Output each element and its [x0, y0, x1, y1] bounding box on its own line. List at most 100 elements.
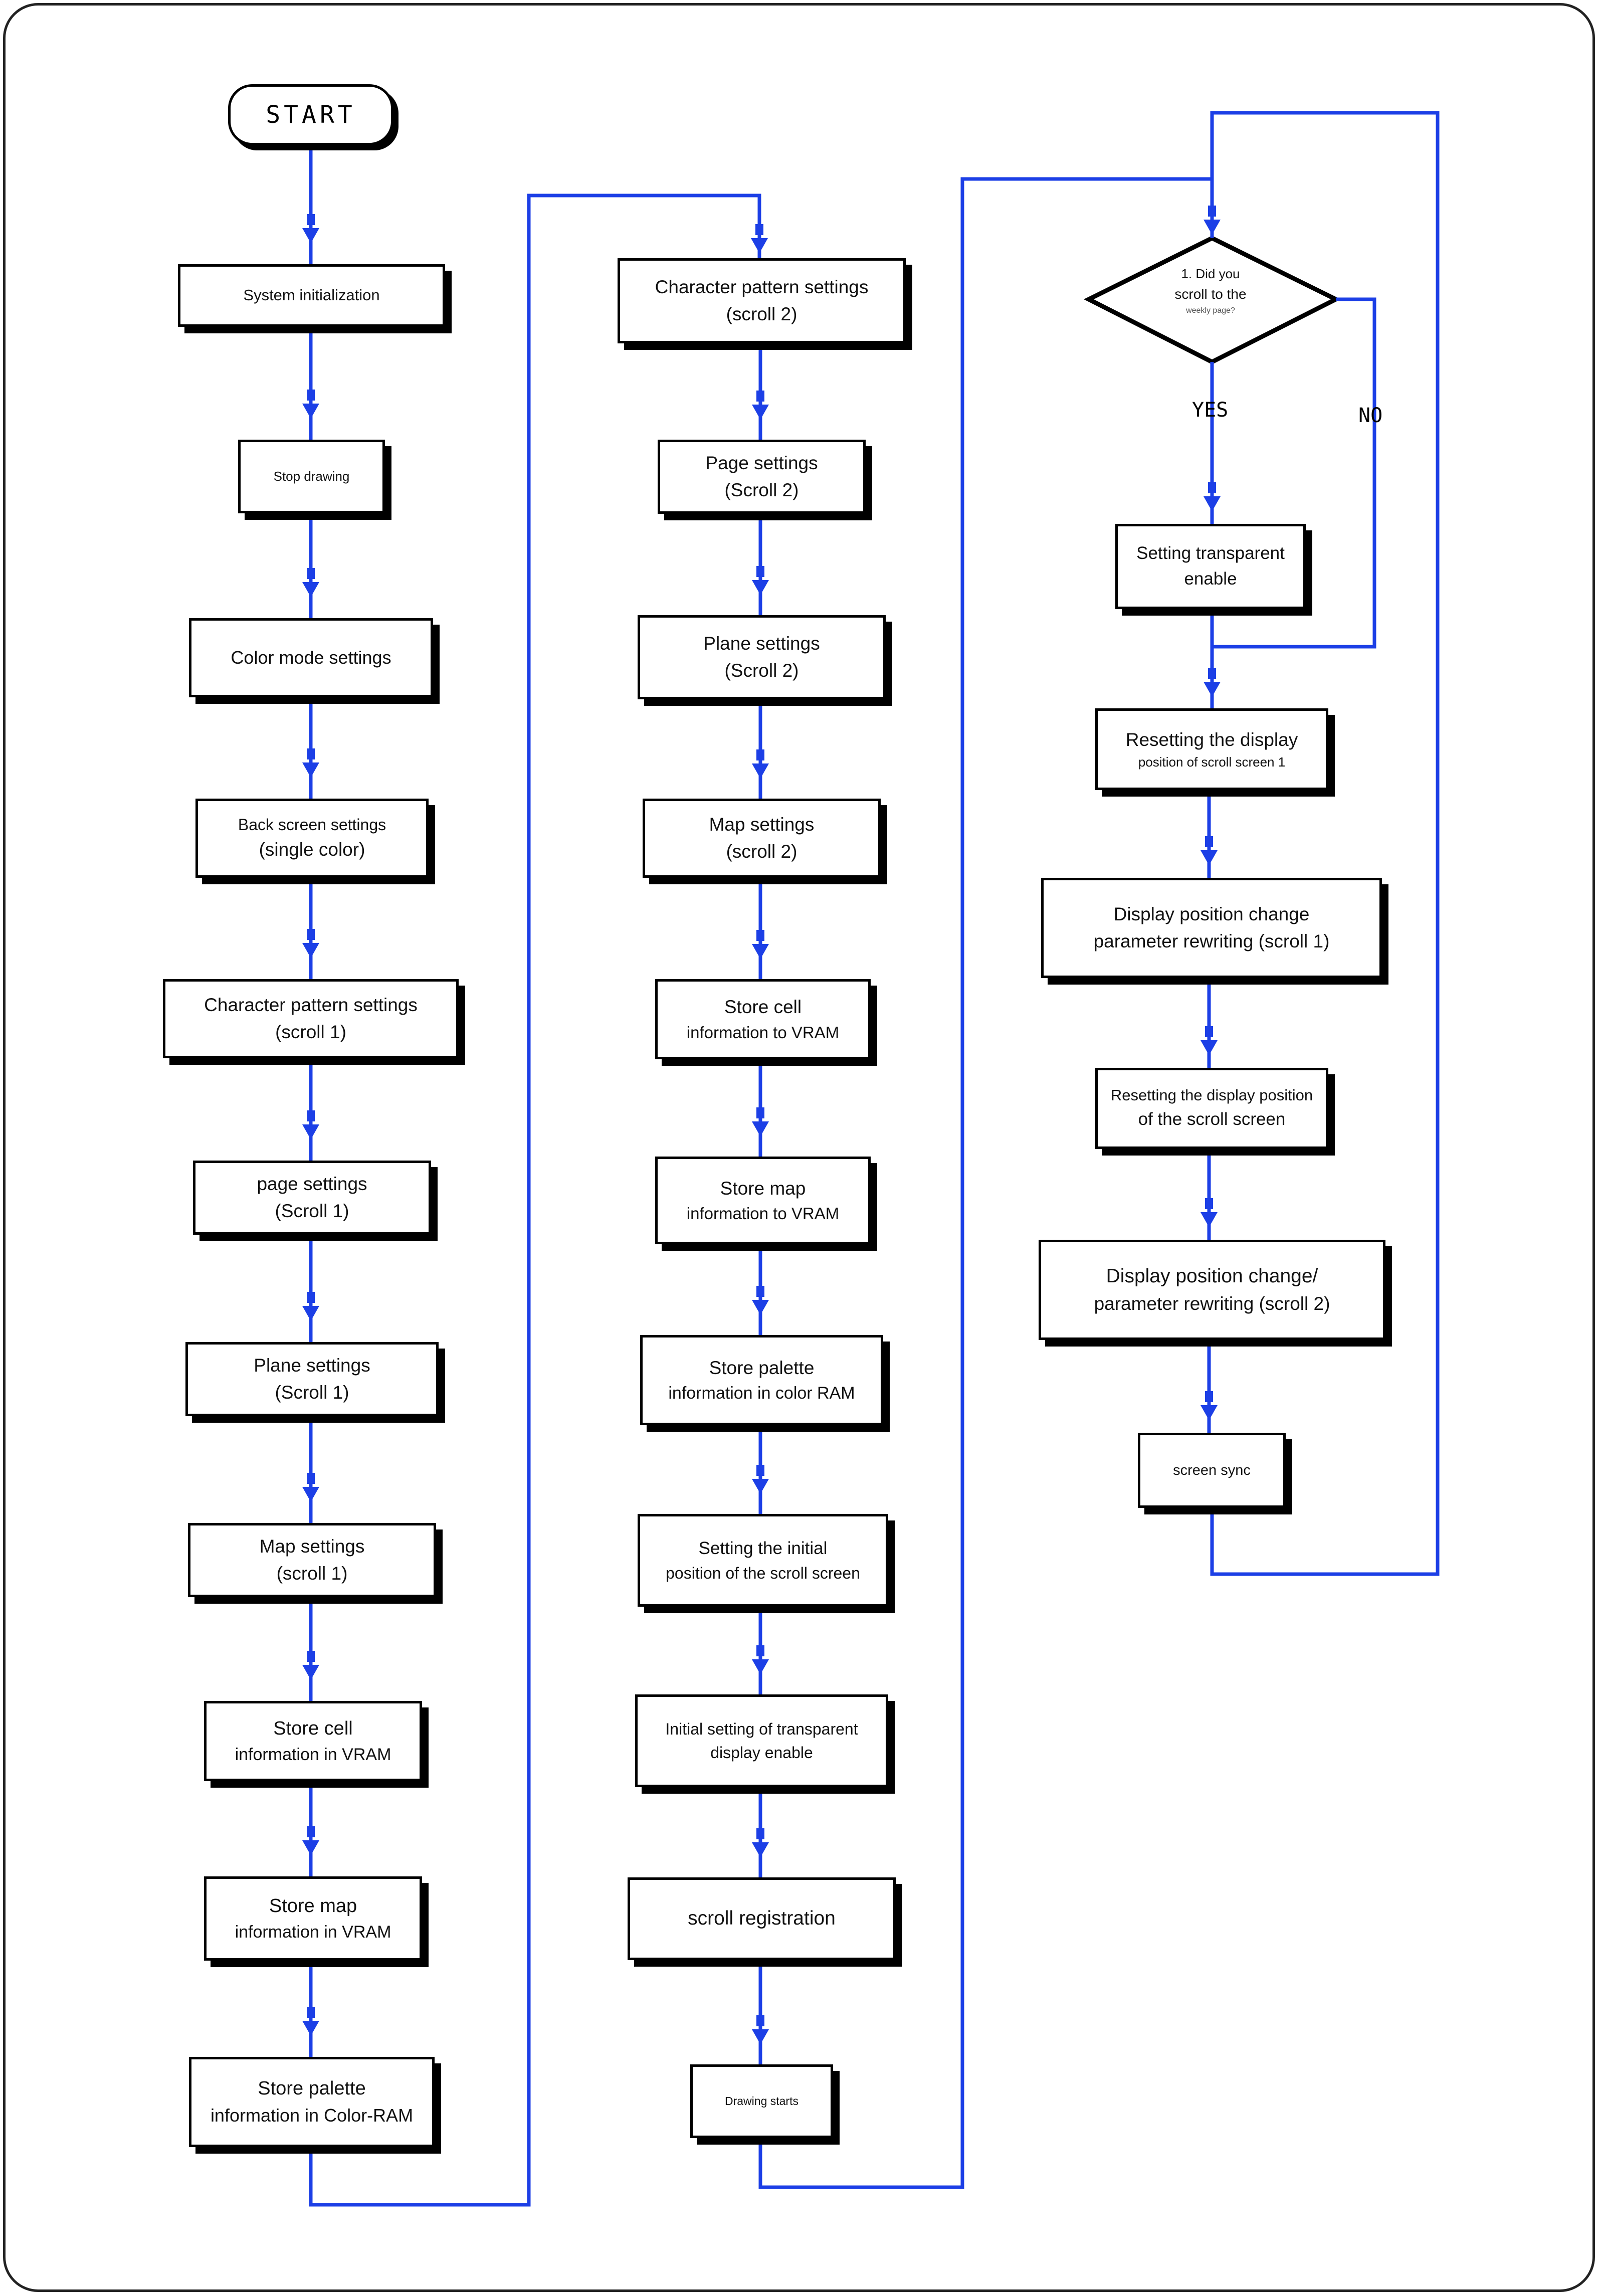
- arrowhead-tail: [1208, 482, 1216, 493]
- character-pattern-settings-scroll2-box: Character pattern settings (scroll 2): [618, 258, 906, 343]
- arrowhead-tail: [1205, 1198, 1213, 1209]
- connector-line: [1212, 297, 1376, 649]
- arrowhead: [752, 944, 769, 959]
- display-position-change-scroll2-box: Display position change/ parameter rewri…: [1039, 1240, 1385, 1340]
- box-text: (Scroll 1): [275, 1382, 349, 1403]
- box-text: information in Color-RAM: [210, 2105, 414, 2126]
- arrowhead: [752, 1479, 769, 1494]
- box-text: information in color RAM: [668, 1384, 855, 1403]
- arrowhead: [1204, 682, 1221, 697]
- box-text: (scroll 1): [276, 1563, 348, 1584]
- arrowhead-tail: [307, 568, 315, 579]
- arrowhead-tail: [1205, 1391, 1213, 1402]
- arrowhead: [752, 405, 769, 420]
- box-text: Display position change: [1113, 904, 1310, 925]
- arrowhead-tail: [307, 1651, 315, 1662]
- box-text: Back screen settings: [238, 815, 386, 834]
- arrowhead: [302, 1665, 319, 1680]
- initial-transparent-enable-box: Initial setting of transparent display e…: [635, 1694, 888, 1787]
- arrowhead-tail: [1205, 836, 1213, 847]
- system-initialization-box: System initialization: [178, 264, 445, 327]
- arrowhead-tail: [756, 1828, 764, 1839]
- box-text: Store cell: [273, 1717, 353, 1739]
- arrowhead-tail: [756, 1107, 764, 1118]
- scroll-registration-box: scroll registration: [628, 1877, 896, 1960]
- arrowhead-tail: [307, 390, 315, 401]
- arrowhead: [302, 404, 319, 419]
- box-text: position of scroll screen 1: [1138, 754, 1286, 770]
- box-text: display enable: [710, 1743, 813, 1762]
- arrowhead-tail: [756, 930, 764, 941]
- store-map-vram-box: Store map information in VRAM: [204, 1876, 422, 1961]
- box-text: information in VRAM: [235, 1745, 391, 1764]
- arrowhead: [302, 1124, 319, 1139]
- box-text: Stop drawing: [273, 468, 350, 484]
- box-text: Setting transparent: [1136, 543, 1285, 563]
- box-text: System initialization: [243, 286, 380, 304]
- box-text: (Scroll 1): [275, 1201, 349, 1221]
- arrowhead: [302, 943, 319, 958]
- arrowhead: [1204, 496, 1221, 511]
- stop-drawing-box: Stop drawing: [238, 440, 385, 513]
- reset-display-scroll1-box: Resetting the display position of scroll…: [1095, 708, 1328, 790]
- back-screen-settings-box: Back screen settings (single color): [195, 799, 429, 878]
- box-text: (scroll 1): [275, 1022, 346, 1042]
- box-text: (scroll 2): [726, 304, 797, 324]
- store-palette-color-ram-box: Store palette information in Color-RAM: [189, 2057, 435, 2147]
- arrowhead-tail: [756, 1645, 764, 1656]
- drawing-starts-box: Drawing starts: [690, 2064, 833, 2138]
- decision-text-line: scroll to the: [1174, 286, 1247, 302]
- scroll-decision-text: 1. Did you scroll to the weekly page?: [1128, 264, 1293, 317]
- arrowhead-tail: [307, 214, 315, 225]
- box-text: Plane settings: [703, 633, 820, 654]
- arrowhead: [302, 2021, 319, 2036]
- box-text: information in VRAM: [235, 1922, 391, 1942]
- box-text: (scroll 2): [726, 841, 797, 862]
- arrowhead-tail: [756, 566, 764, 577]
- box-text: Store palette: [258, 2078, 366, 2099]
- plane-settings-scroll1-box: Plane settings (Scroll 1): [185, 1342, 439, 1416]
- connector-line: [1210, 111, 1440, 1576]
- arrowhead: [752, 580, 769, 595]
- arrowhead-tail: [756, 1286, 764, 1297]
- map-settings-scroll1-box: Map settings (scroll 1): [188, 1523, 436, 1597]
- box-text: (single color): [259, 839, 365, 860]
- box-text: Drawing starts: [725, 2094, 798, 2108]
- box-text: Resetting the display position: [1110, 1086, 1313, 1104]
- box-text: of the scroll screen: [1138, 1109, 1286, 1129]
- no-label: NO: [1358, 404, 1383, 427]
- store-palette-color-ram-box-2: Store palette information in color RAM: [640, 1335, 883, 1425]
- arrowhead: [302, 1306, 319, 1321]
- box-text: Map settings: [259, 1536, 365, 1557]
- box-text: scroll registration: [688, 1907, 836, 1930]
- box-text: parameter rewriting (scroll 1): [1093, 931, 1330, 951]
- page-settings-scroll2-box: Page settings (Scroll 2): [658, 440, 866, 514]
- box-text: Page settings: [705, 453, 818, 474]
- arrowhead-tail: [1205, 1026, 1213, 1037]
- box-text: Character pattern settings: [204, 995, 418, 1016]
- box-text: page settings: [257, 1174, 367, 1195]
- arrowhead: [302, 762, 319, 778]
- start-label: START: [266, 101, 356, 129]
- box-text: (Scroll 2): [724, 660, 799, 681]
- arrowhead-tail: [1208, 668, 1216, 679]
- reset-display-scroll-screen-box: Resetting the display position of the sc…: [1095, 1068, 1328, 1149]
- setting-transparent-enable-box: Setting transparent enable: [1115, 524, 1306, 609]
- arrowhead: [752, 1121, 769, 1136]
- arrowhead-tail: [307, 1292, 315, 1303]
- screen-sync-box: screen sync: [1138, 1433, 1286, 1508]
- character-pattern-settings-scroll1-box: Character pattern settings (scroll 1): [163, 979, 459, 1058]
- arrowhead: [1201, 1212, 1218, 1227]
- arrowhead: [752, 1659, 769, 1674]
- box-text: Store cell: [724, 997, 802, 1018]
- page-settings-scroll1-box: page settings (Scroll 1): [193, 1161, 431, 1235]
- plane-settings-scroll2-box: Plane settings (Scroll 2): [638, 615, 886, 699]
- arrowhead: [1201, 1405, 1218, 1420]
- store-cell-to-vram-box: Store cell information to VRAM: [655, 979, 871, 1059]
- box-text: (Scroll 2): [724, 480, 799, 500]
- arrowhead: [752, 1300, 769, 1315]
- arrowhead-tail: [307, 1473, 315, 1484]
- box-text: Plane settings: [254, 1355, 370, 1376]
- arrowhead: [752, 763, 769, 779]
- color-mode-settings-box: Color mode settings: [189, 618, 433, 697]
